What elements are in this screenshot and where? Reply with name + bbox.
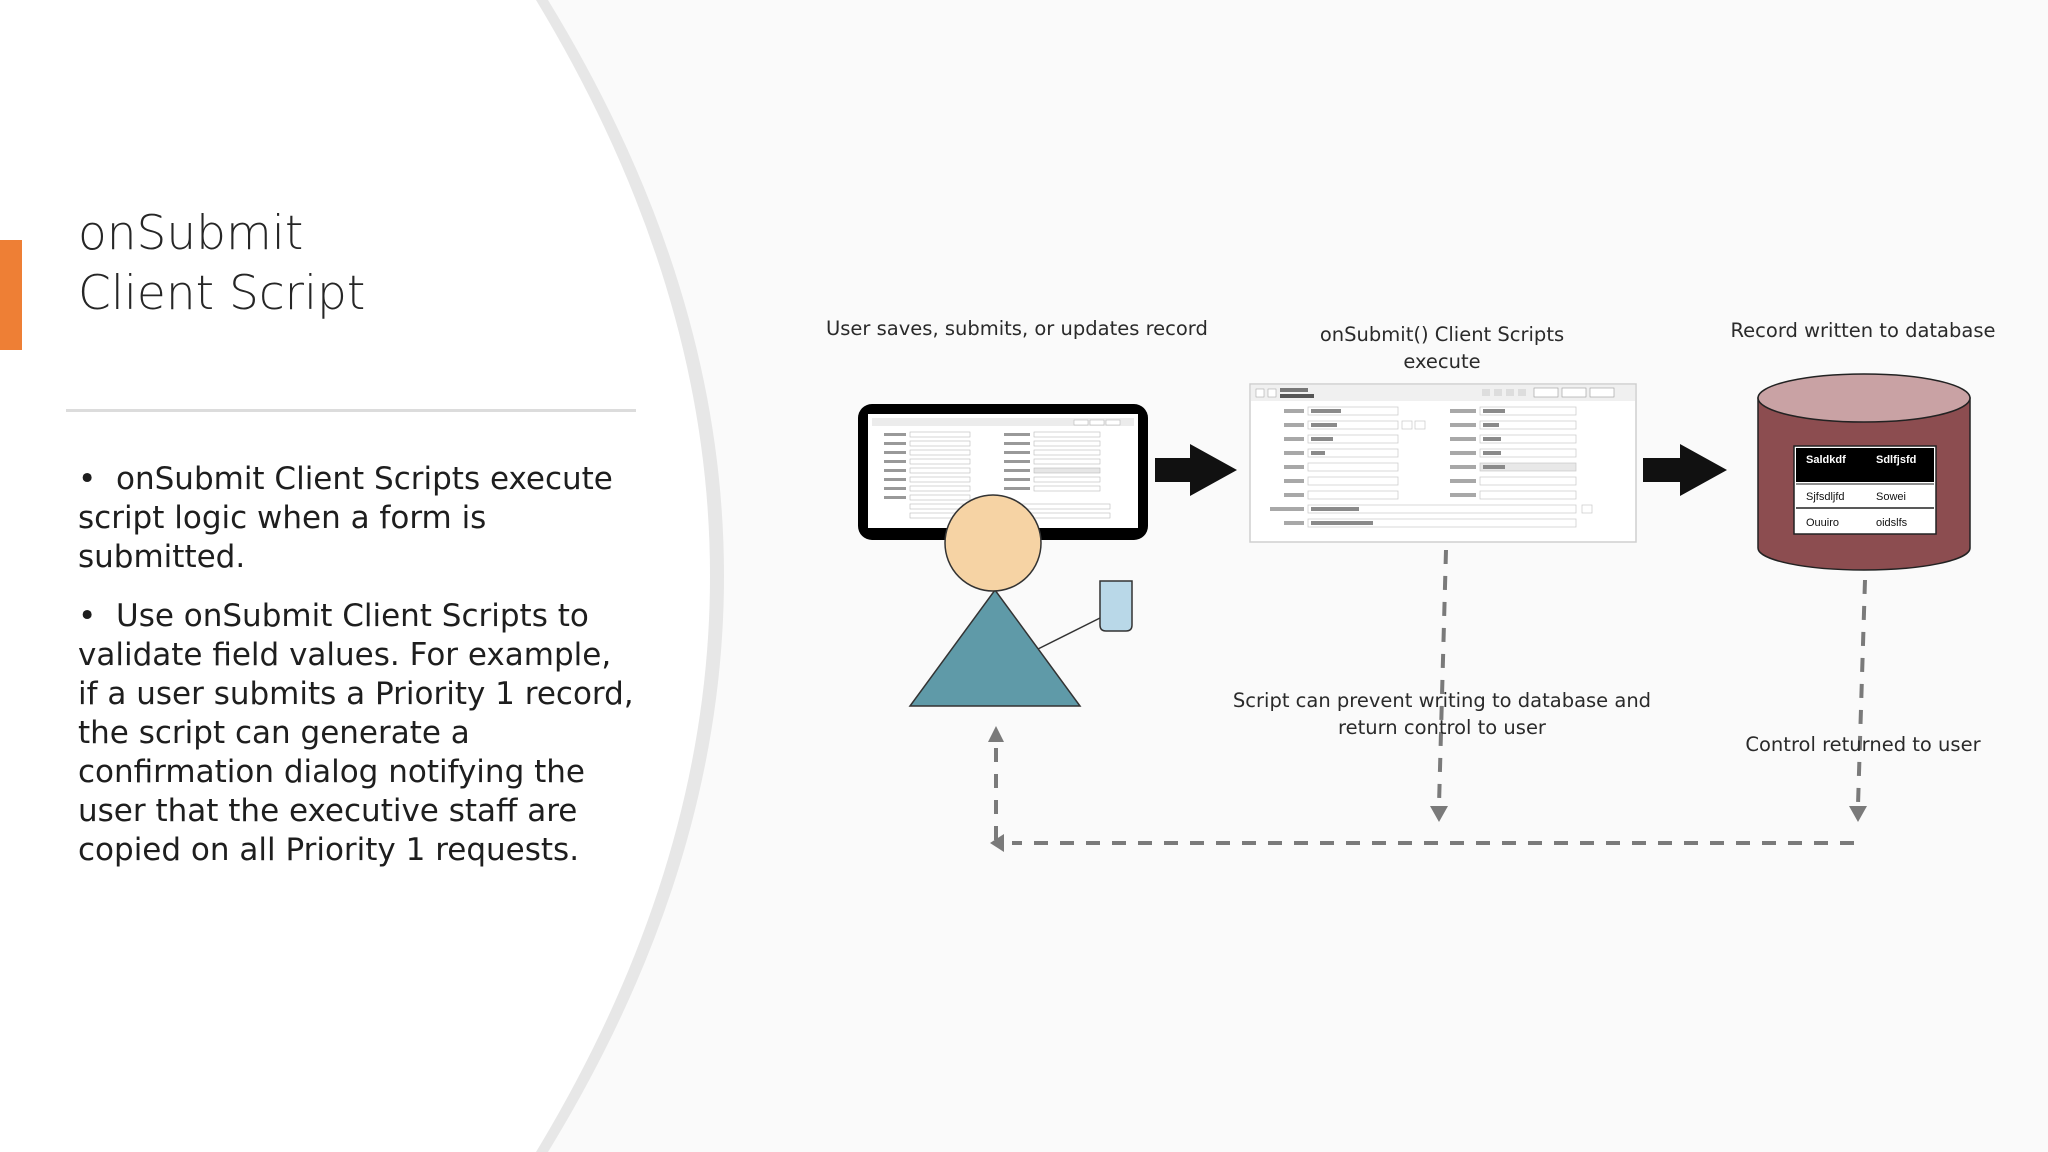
db-cell: Sjfsdljfd (1806, 491, 1845, 503)
db-cell: oidslfs (1876, 517, 1908, 529)
prevent-caption: Script can prevent writing to database a… (1222, 687, 1662, 741)
db-cell: Sowei (1876, 491, 1906, 503)
db-cell: Ouuiro (1806, 517, 1839, 529)
title-line-1: onSubmit (78, 206, 304, 261)
phone-icon (1099, 580, 1133, 632)
left-panel (0, 0, 710, 1152)
person-body (908, 588, 1082, 707)
db-header-cell: Saldkdf (1806, 454, 1846, 466)
arrow-down-icon (1849, 806, 1867, 822)
title-divider (66, 409, 636, 412)
title-line-2: Client Script (78, 266, 366, 321)
step2-caption: onSubmit() Client Scripts execute (1262, 321, 1622, 375)
db-header-cell: Sdlfjsfd (1876, 454, 1916, 466)
accent-bar (0, 240, 22, 350)
step2-caption-line2: execute (1403, 350, 1481, 373)
bullet-item: •Use onSubmit Client Scripts to validate… (78, 597, 638, 870)
arrow-left-icon (990, 834, 1004, 852)
bullet-list: •onSubmit Client Scripts execute script … (78, 460, 638, 890)
control-caption: Control returned to user (1745, 733, 1981, 756)
db-table-header (1796, 448, 1934, 482)
prevent-caption-line2: return control to user (1338, 716, 1546, 739)
bullet-symbol: • (78, 461, 97, 497)
prevent-caption-line1: Script can prevent writing to database a… (1232, 689, 1652, 712)
step1-caption: User saves, submits, or updates record (826, 317, 1208, 340)
form-screenshot (1249, 383, 1637, 543)
flow-arrow-right-icon (1155, 444, 1237, 496)
arrow-up-icon (988, 726, 1004, 742)
bullet-text: Use onSubmit Client Scripts to validate … (78, 598, 634, 868)
arrow-down-icon (1430, 806, 1448, 822)
return-path (994, 549, 1867, 845)
bullet-text: onSubmit Client Scripts execute script l… (78, 461, 613, 575)
step3-caption: Record written to database (1730, 319, 1996, 342)
step2-caption-line1: onSubmit() Client Scripts (1319, 323, 1565, 346)
bullet-item: •onSubmit Client Scripts execute script … (78, 460, 638, 577)
bullet-symbol: • (78, 598, 97, 634)
flow-arrow-right-icon (1643, 444, 1727, 496)
person-head (944, 494, 1042, 592)
slide-title: onSubmit Client Script (78, 204, 365, 324)
person-icon (908, 494, 1133, 707)
database-icon: Saldkdf Sdlfjsfd Sjfsdljfd Sowei Ouuiro … (1757, 373, 1971, 571)
